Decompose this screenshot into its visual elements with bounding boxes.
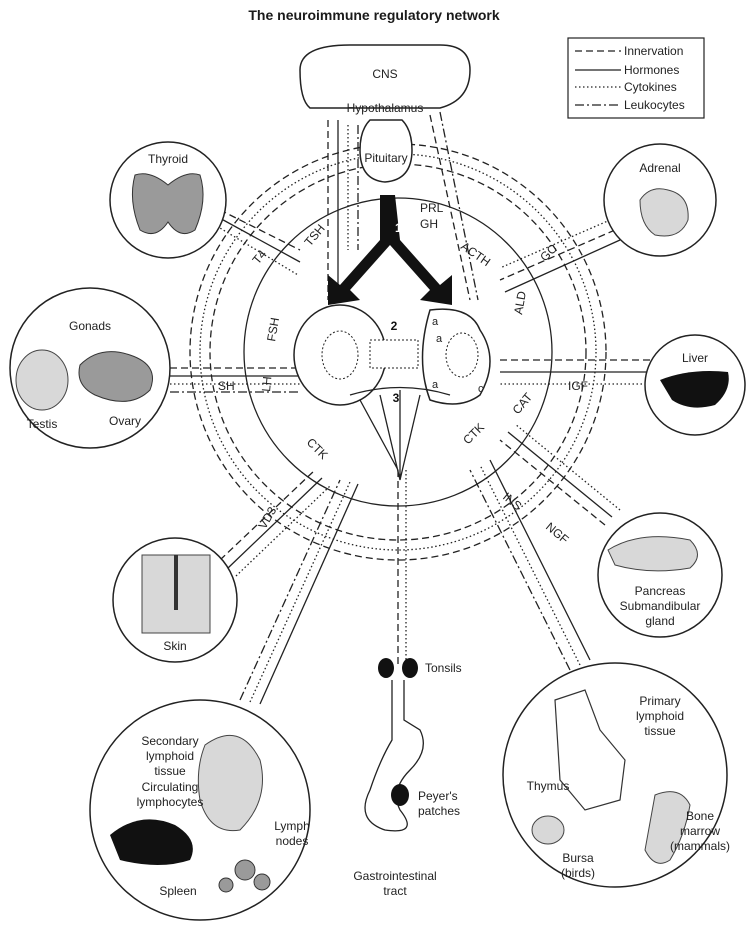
thyroid-organ: Thyroid	[110, 142, 226, 258]
lymph-node-3	[219, 878, 233, 892]
testis-label: Testis	[27, 417, 58, 431]
gonads-label: Gonads	[69, 319, 111, 333]
bone-label-3: (mammals)	[670, 839, 730, 853]
secondary-label-1: Secondary	[141, 734, 198, 748]
ins-label: INS	[500, 490, 524, 514]
left-nucleus	[322, 331, 358, 379]
bone-label-1: Bone	[686, 809, 714, 823]
bone-label-2: marrow	[680, 824, 720, 838]
igf-label: IGF	[568, 379, 588, 393]
diagram-title: The neuroimmune regulatory network	[248, 7, 499, 23]
secondary-lymphoid-circle	[90, 700, 310, 920]
vd3-label: VD3	[255, 504, 279, 531]
lymph-label-2: nodes	[276, 834, 309, 848]
cns-label: CNS	[372, 67, 397, 81]
secondary-label-3: tissue	[154, 764, 186, 778]
lh-label: LH	[259, 376, 274, 393]
liver-organ: Liver	[645, 335, 745, 435]
gi-label-1: Gastrointestinal	[353, 869, 436, 883]
peyers-label-2: patches	[418, 804, 460, 818]
gi-tract: Tonsils Peyer's patches Gastrointestinal…	[353, 658, 461, 898]
arrow-number-1: 1	[395, 221, 402, 235]
right-nucleus	[446, 333, 478, 377]
pituitary-label: Pituitary	[364, 151, 407, 165]
peyers-label-1: Peyer's	[418, 789, 458, 803]
secondary-lymphoid-organ: Secondary lymphoid tissue Circulating ly…	[90, 700, 310, 920]
thyroid-label: Thyroid	[148, 152, 188, 166]
legend-hormones: Hormones	[624, 63, 679, 77]
lymph-node-1	[235, 860, 255, 880]
ngf-label: NGF	[543, 520, 571, 547]
label-c: c	[478, 383, 484, 395]
primary-lymphoid-organ: Primary lymphoid tissue Thymus Bone marr…	[503, 663, 730, 887]
pancreas-organ: Pancreas Submandibular gland	[598, 513, 722, 637]
skin-label: Skin	[163, 639, 186, 653]
legend-innervation: Innervation	[624, 44, 683, 58]
secondary-label-2: lymphoid	[146, 749, 194, 763]
prl-label: PRL	[420, 201, 444, 215]
sh-label: SH	[218, 379, 235, 393]
primary-label-3: tissue	[644, 724, 676, 738]
adrenal-label: Adrenal	[639, 161, 680, 175]
gi-label-2: tract	[383, 884, 407, 898]
bursa-label-2: (birds)	[561, 866, 595, 880]
gc-label: GC	[537, 241, 560, 264]
bursa-label-1: Bursa	[562, 851, 594, 865]
acth-label: ACTH	[458, 239, 493, 269]
legend: Innervation Hormones Cytokines Leukocyte…	[568, 38, 704, 118]
pancreas-label: Pancreas	[635, 584, 686, 598]
ovary-label: Ovary	[109, 414, 141, 428]
primary-label-1: Primary	[639, 694, 680, 708]
circulating-label-1: Circulating	[142, 780, 199, 794]
adrenal-organ: Adrenal	[604, 144, 716, 256]
ctk-left-label: CTK	[304, 435, 331, 462]
arrow-number-3: 3	[393, 391, 400, 405]
arrow-number-2: 2	[391, 319, 398, 333]
liver-label: Liver	[682, 351, 708, 365]
bursa-icon	[532, 816, 564, 844]
label-a3: a	[432, 379, 439, 391]
t4-label: T4	[250, 247, 270, 267]
lymph-label-1: Lymph	[274, 819, 310, 833]
label-a2: a	[436, 333, 443, 345]
central-cells: 2 3 a a a c	[294, 305, 490, 405]
legend-cytokines: Cytokines	[624, 80, 677, 94]
ctk-right-label: CTK	[460, 420, 487, 447]
ald-label: ALD	[511, 290, 529, 316]
submandibular-label: Submandibular	[620, 599, 701, 613]
gland-label: gland	[645, 614, 674, 628]
cat-label: CAT	[510, 390, 536, 417]
thymus-label: Thymus	[527, 779, 570, 793]
tonsil-right	[402, 658, 418, 678]
circulating-label-2: lymphocytes	[137, 795, 204, 809]
gh-label: GH	[420, 217, 438, 231]
label-a1: a	[432, 316, 439, 328]
spleen-label: Spleen	[159, 884, 196, 898]
tsh-label: TSH	[302, 222, 328, 249]
tonsil-left	[378, 658, 394, 678]
skin-organ: Skin	[113, 538, 237, 662]
peyers-patch	[391, 784, 409, 806]
mid-hatch	[370, 340, 418, 368]
lymph-node-2	[254, 874, 270, 890]
legend-leukocytes: Leukocytes	[624, 98, 685, 112]
gut-outline	[365, 680, 423, 831]
tonsils-label: Tonsils	[425, 661, 462, 675]
brain-group: CNS Hypothalamus Pituitary	[300, 45, 470, 182]
testis-icon	[16, 350, 68, 410]
gonads-organ: Gonads Testis Ovary	[10, 288, 170, 448]
fsh-label: FSH	[264, 316, 282, 342]
primary-label-2: lymphoid	[636, 709, 684, 723]
hypothalamus-label: Hypothalamus	[347, 101, 424, 115]
